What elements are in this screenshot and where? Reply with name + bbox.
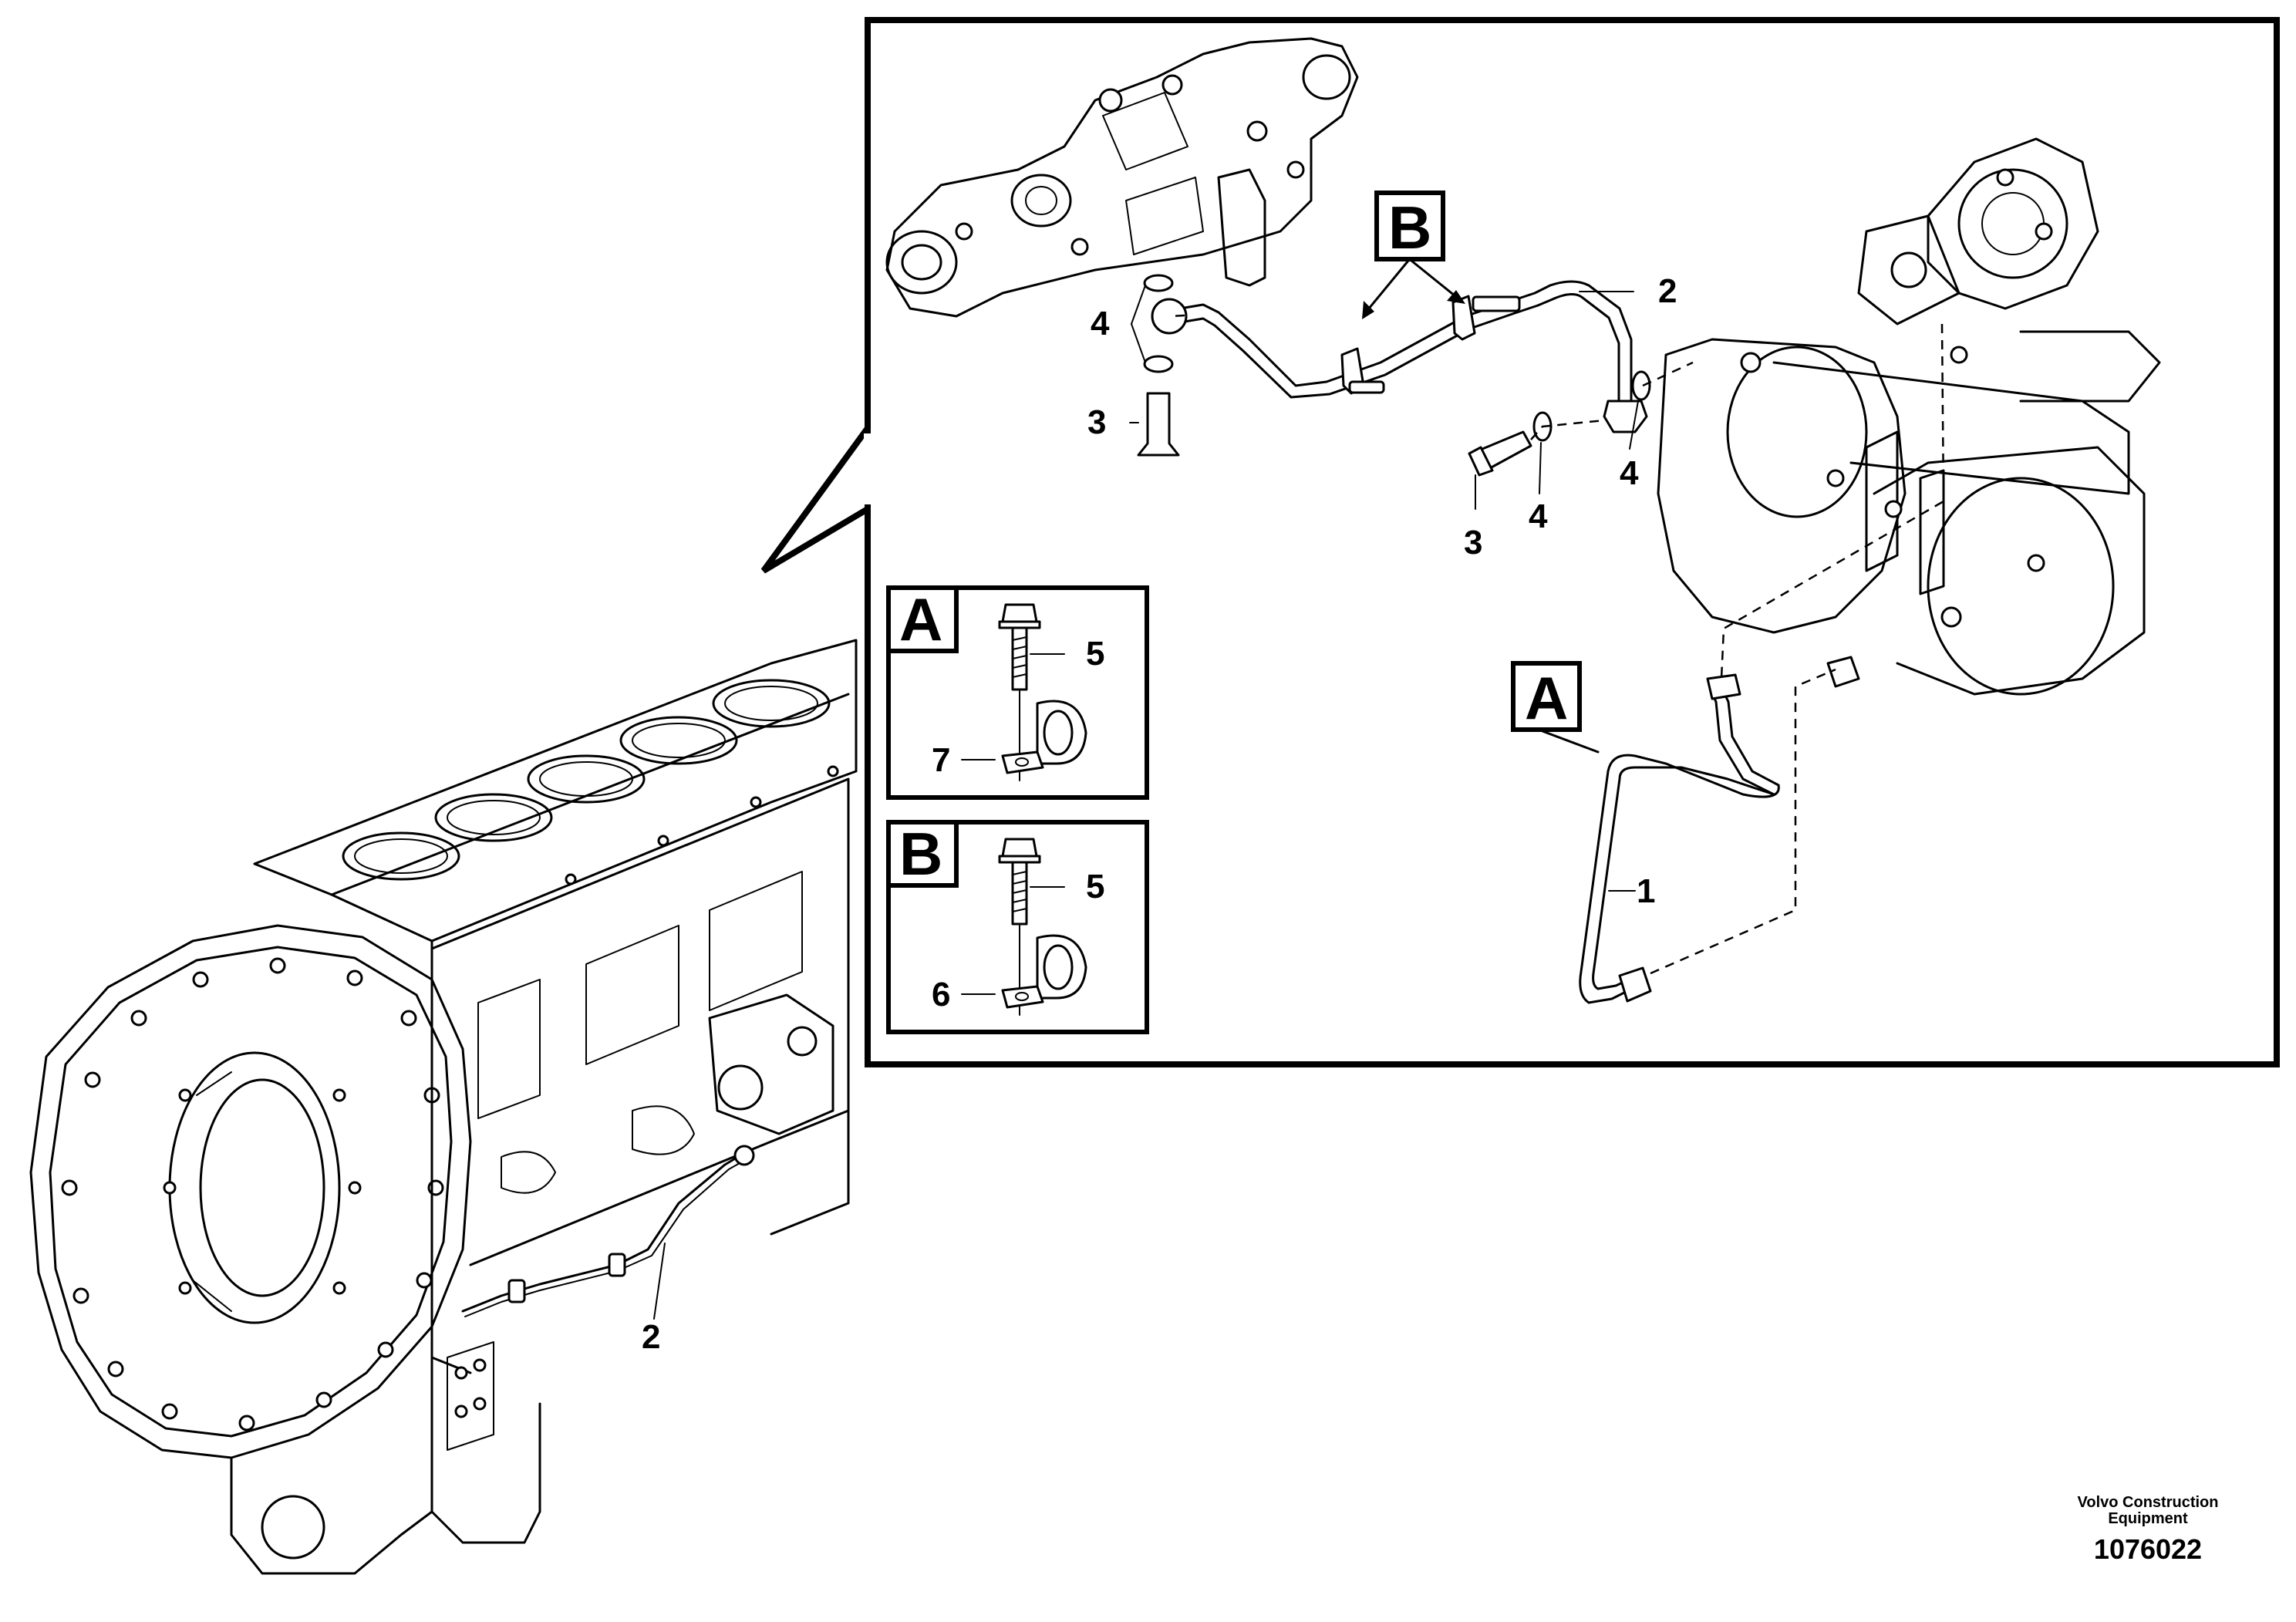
- svg-text:A: A: [899, 585, 942, 653]
- svg-text:3: 3: [1087, 403, 1106, 441]
- cylinder-bores: [342, 679, 831, 881]
- engine-block-illustration: [29, 639, 858, 1575]
- guide-lines: [1168, 314, 1945, 975]
- inset-box-b: B 5 6: [886, 820, 1149, 1034]
- svg-text:5: 5: [1086, 868, 1104, 905]
- svg-text:4: 4: [1620, 454, 1639, 492]
- svg-text:A: A: [1525, 664, 1568, 732]
- block-bolts: [454, 765, 839, 1418]
- fuel-pipe-2-detail: [1151, 280, 1648, 433]
- document-number: 1076022: [2093, 1533, 2203, 1565]
- callout-main-2: 2: [642, 1318, 660, 1356]
- view-tag-b: B: [1362, 191, 1465, 319]
- brand-name-line-1: Volvo Construction: [2077, 1494, 2219, 1511]
- filter-housing-illustration: [885, 37, 1359, 318]
- svg-text:5: 5: [1086, 635, 1104, 673]
- svg-text:4: 4: [1091, 305, 1110, 342]
- inset-box-a: A 5 7: [886, 585, 1149, 800]
- view-tag-a: A: [1511, 661, 1600, 754]
- svg-text:1: 1: [1637, 872, 1655, 910]
- detail-pointer: [760, 418, 871, 574]
- pump-drive-illustration: [1657, 137, 2161, 696]
- svg-text:3: 3: [1464, 524, 1482, 561]
- pipe-clips-main-view: [507, 1145, 755, 1303]
- detail-callouts: 2 4 3 3 4 4 1: [1087, 272, 1677, 910]
- svg-text:4: 4: [1529, 497, 1548, 535]
- svg-text:6: 6: [932, 976, 950, 1013]
- fuel-pipe-main-view: [461, 1152, 746, 1313]
- svg-text:2: 2: [1658, 272, 1677, 310]
- brand-name-line-2: Equipment: [2108, 1510, 2188, 1527]
- banjo-fittings: [1137, 274, 1651, 477]
- fuel-pipe-1-detail: [1579, 673, 1780, 1004]
- svg-text:B: B: [899, 820, 942, 888]
- housing-bolts: [61, 957, 444, 1431]
- svg-text:7: 7: [932, 741, 950, 779]
- leader-main-2: [653, 1243, 666, 1320]
- svg-text:B: B: [1388, 194, 1431, 261]
